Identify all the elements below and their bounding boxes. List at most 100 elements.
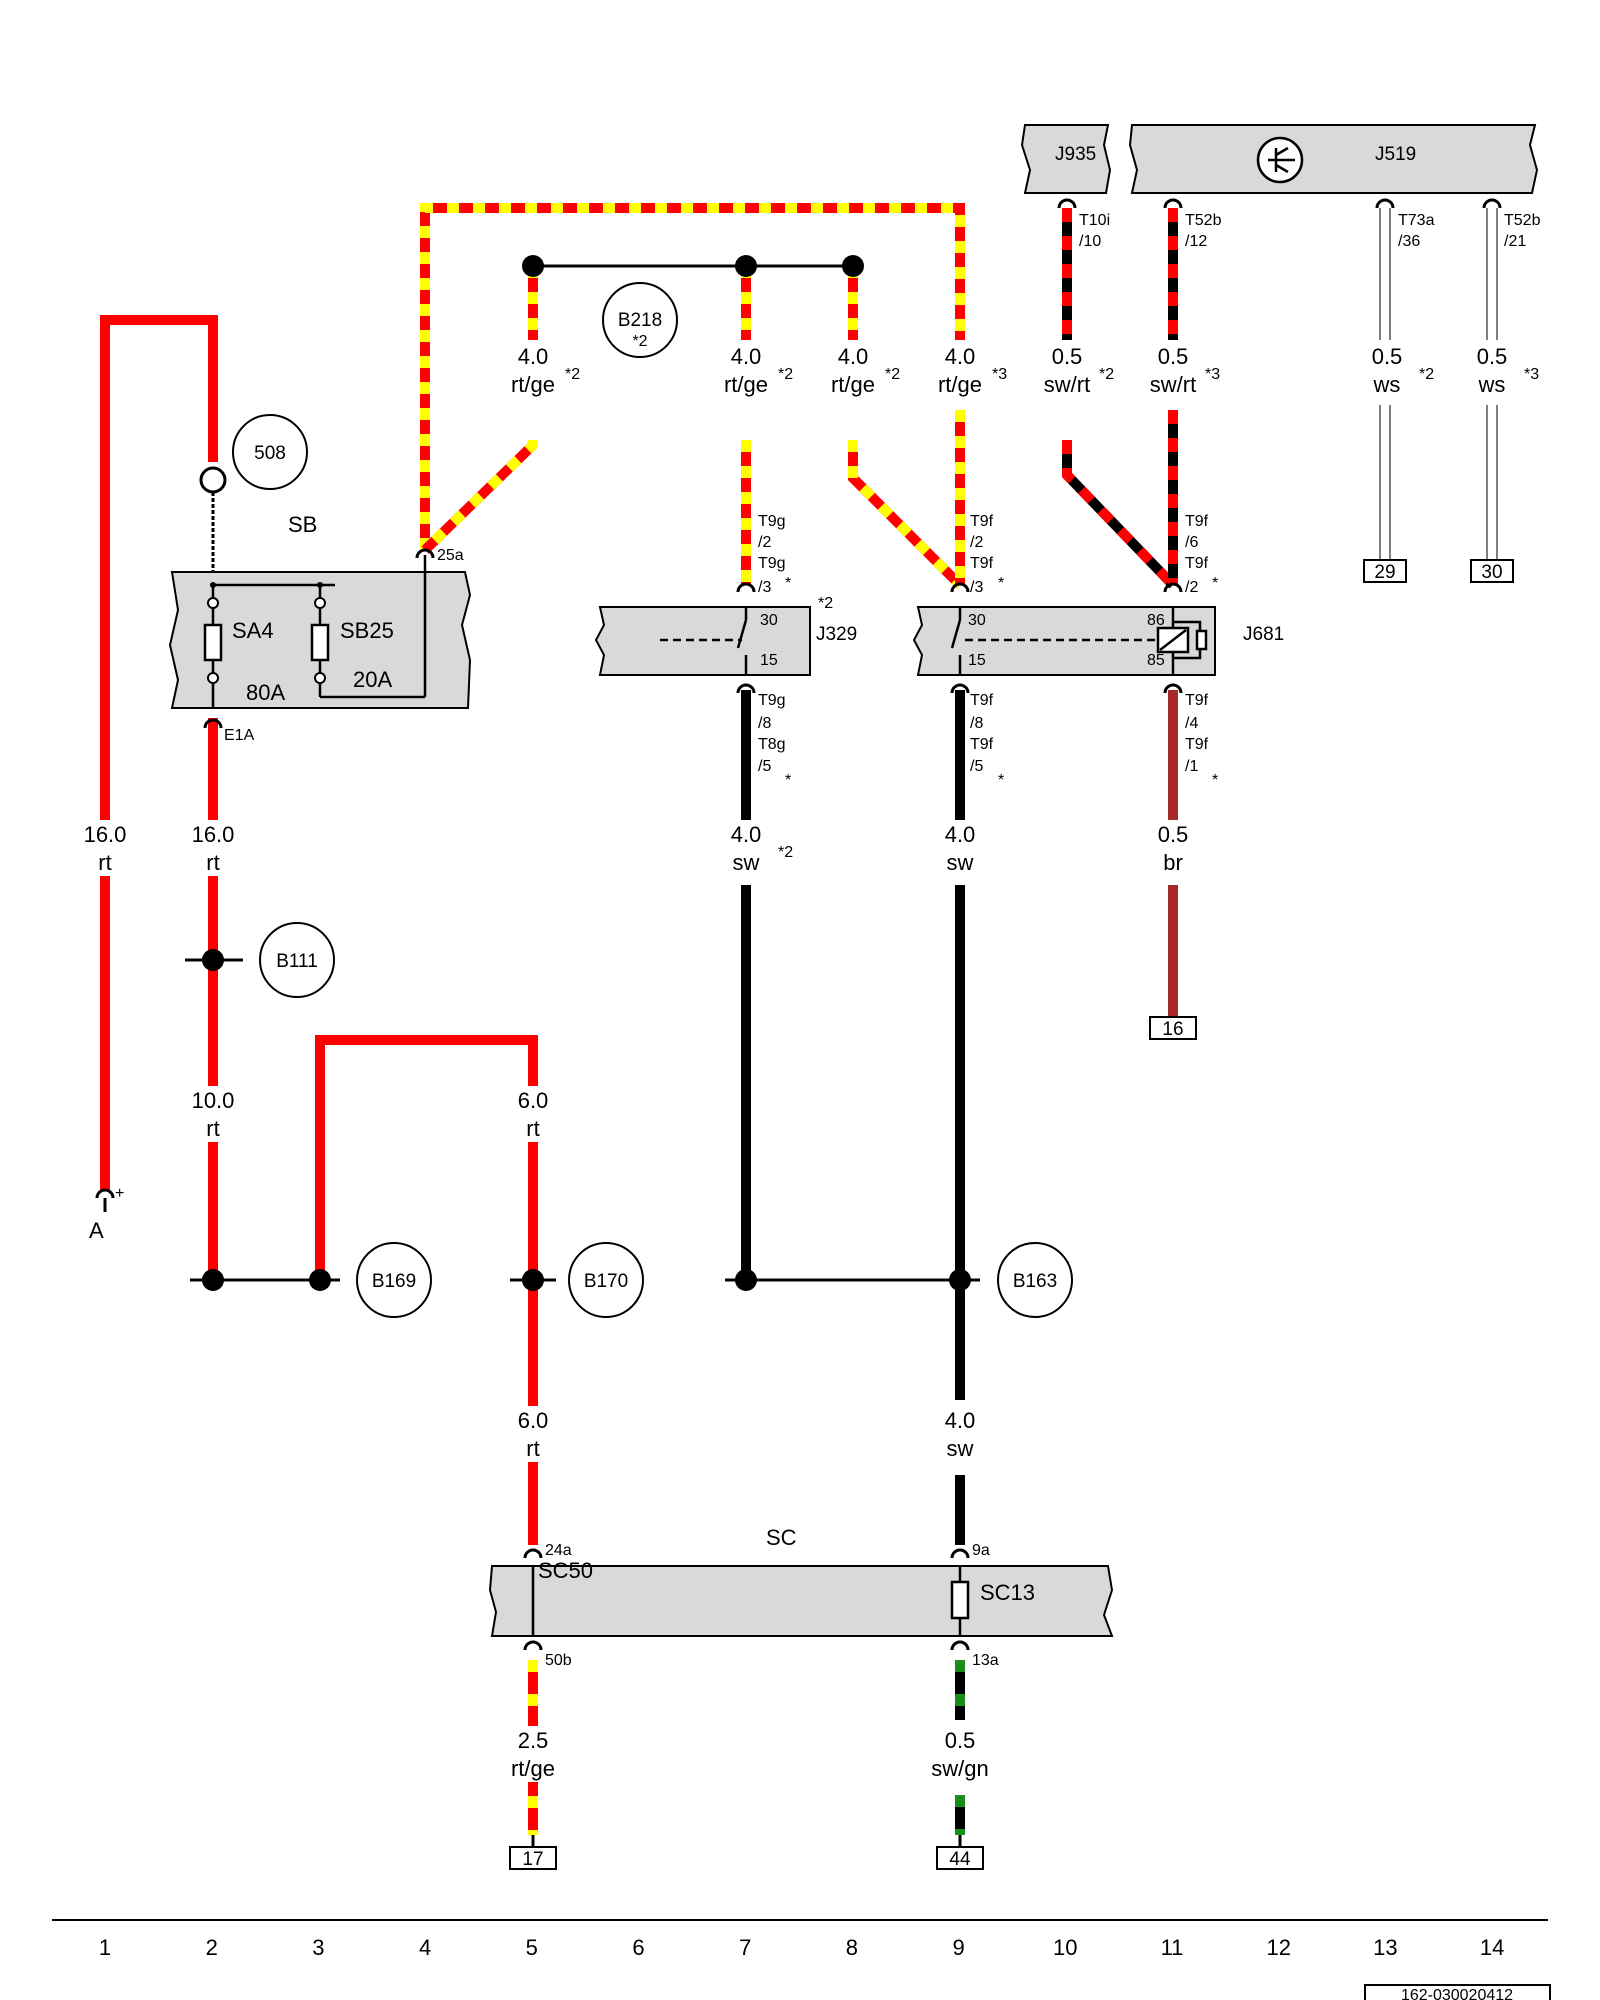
wire-size-label: 0.5 [1158,344,1189,369]
splice-dot [735,255,757,277]
pin-j329-t30: 30 [760,612,778,629]
wire-color-label: rt [526,1436,539,1461]
label-80a: 80A [246,680,285,705]
ref-label-30: 30 [1481,562,1502,583]
column-number: 12 [1266,1935,1290,1960]
pin-j329-out-star: * [785,772,791,789]
label-sa4: SA4 [232,618,274,643]
ref-label-17: 17 [522,1849,543,1870]
fuse-sc13-icon [950,1580,970,1620]
column-number: 2 [206,1935,218,1960]
wire-label-bg [710,342,782,398]
column-number: 14 [1480,1935,1504,1960]
circle-label-508: 508 [254,443,286,464]
pin-j329-in-star: * [785,575,791,592]
wire-c13-ws [1379,208,1391,560]
wire-color-label: br [1163,850,1183,875]
pin-j681-coil-star: * [1212,575,1218,592]
connector-icon [95,198,1502,1651]
pin-j329-in-c: T9g [758,555,786,572]
sb-node [317,582,323,588]
circle-label-b218: B218 [618,310,662,331]
pin-j681-in-d: /3 [970,579,983,596]
splice-dot [202,949,224,971]
pin-j329-out-a: T9g [758,692,786,709]
ref-label-44: 44 [949,1849,971,1870]
pin-j681-coil-d: /2 [1185,579,1198,596]
wire-note-label: *3 [992,366,1007,383]
pin-j329-note: *2 [818,595,833,612]
pin-t73a-b: /36 [1398,233,1420,250]
ref-box-30 [1470,559,1514,583]
circle-b163 [997,1242,1073,1318]
wire-note-label: *2 [1099,366,1114,383]
wire-c10-dash [1062,208,1177,589]
wire-color-label: sw [947,850,974,875]
wire-size-label: 4.0 [945,1408,976,1433]
wire-color-label: rt [206,850,219,875]
wire-label-bg [497,1406,569,1462]
pin-j329-t15: 15 [760,652,778,669]
ref-box-16 [1149,1016,1197,1040]
doc-id-box [1364,1984,1551,2000]
circle-label-b170: B170 [584,1271,628,1292]
label-j329: J329 [816,624,857,645]
wire-size-label: 16.0 [84,822,127,847]
wire-color-label: rt [98,850,111,875]
wire-c3-loop [315,1035,538,1280]
circle-b169 [356,1242,432,1318]
doc-id: 162-030020412 [1401,1987,1513,2000]
pin-j681-in-a: T9f [970,513,994,530]
column-number: 6 [632,1935,644,1960]
circle-label-b111: B111 [276,951,318,972]
wire-label-bg [497,342,569,398]
splice-dot [842,255,864,277]
circle-508 [232,414,308,490]
pin-j681-cout-b: /4 [1185,715,1198,732]
wire-c5-diag-dash [421,440,538,554]
wire-size-label: 0.5 [1052,344,1083,369]
pin-j681-t15: 15 [968,652,986,669]
label-j681: J681 [1243,624,1284,645]
wire-color-label: sw/rt [1150,372,1196,397]
wire-color-label: sw [733,850,760,875]
pin-j681-out-a: T9f [970,692,994,709]
wire-c1-red [100,315,218,1190]
pin-j681-in-star: * [998,575,1004,592]
wire-size-label: 0.5 [945,1728,976,1753]
wire-c14-ws [1486,208,1498,560]
j519-symbol-icon [1256,136,1304,184]
pin-j681-cout-a: T9f [1185,692,1209,709]
pin-t52b12-b: /12 [1185,233,1207,250]
wire-label-bg [817,342,889,398]
label-sc: SC [766,1525,797,1550]
wire-label-bg [497,1726,569,1782]
pin-j329-out-c: T8g [758,736,786,753]
wire-color-label: ws [1373,372,1401,397]
wire-label-bg [1351,342,1423,398]
label-sc13: SC13 [980,1580,1035,1605]
wire-size-label: 0.5 [1477,344,1508,369]
wire-label-bg [497,1086,569,1142]
wire-label-bg [924,820,996,876]
circle-b170 [568,1242,644,1318]
j519-housing [1128,124,1539,194]
wire-label-bg [1031,342,1103,398]
circle-label-b163: B163 [1013,1271,1057,1292]
ref-label-16: 16 [1162,1019,1183,1040]
pin-t10i-a: T10i [1079,212,1110,229]
wire-label-bg [177,1086,249,1142]
column-number: 13 [1373,1935,1397,1960]
pin-50b: 50b [545,1652,572,1669]
pin-j681-coil-a: T9f [1185,513,1209,530]
sb-node [207,672,219,684]
circle-label-b169: B169 [372,1271,416,1292]
pin-j329-in-d: /3 [758,579,771,596]
wire-c8-dash [848,266,964,589]
wire-size-label: 2.5 [518,1728,549,1753]
pin-j681-cout-c: T9f [1185,736,1209,753]
wire-label-bg [924,1726,996,1782]
wire-note-label: *2 [778,844,793,861]
wire-note-label: *2 [885,366,900,383]
